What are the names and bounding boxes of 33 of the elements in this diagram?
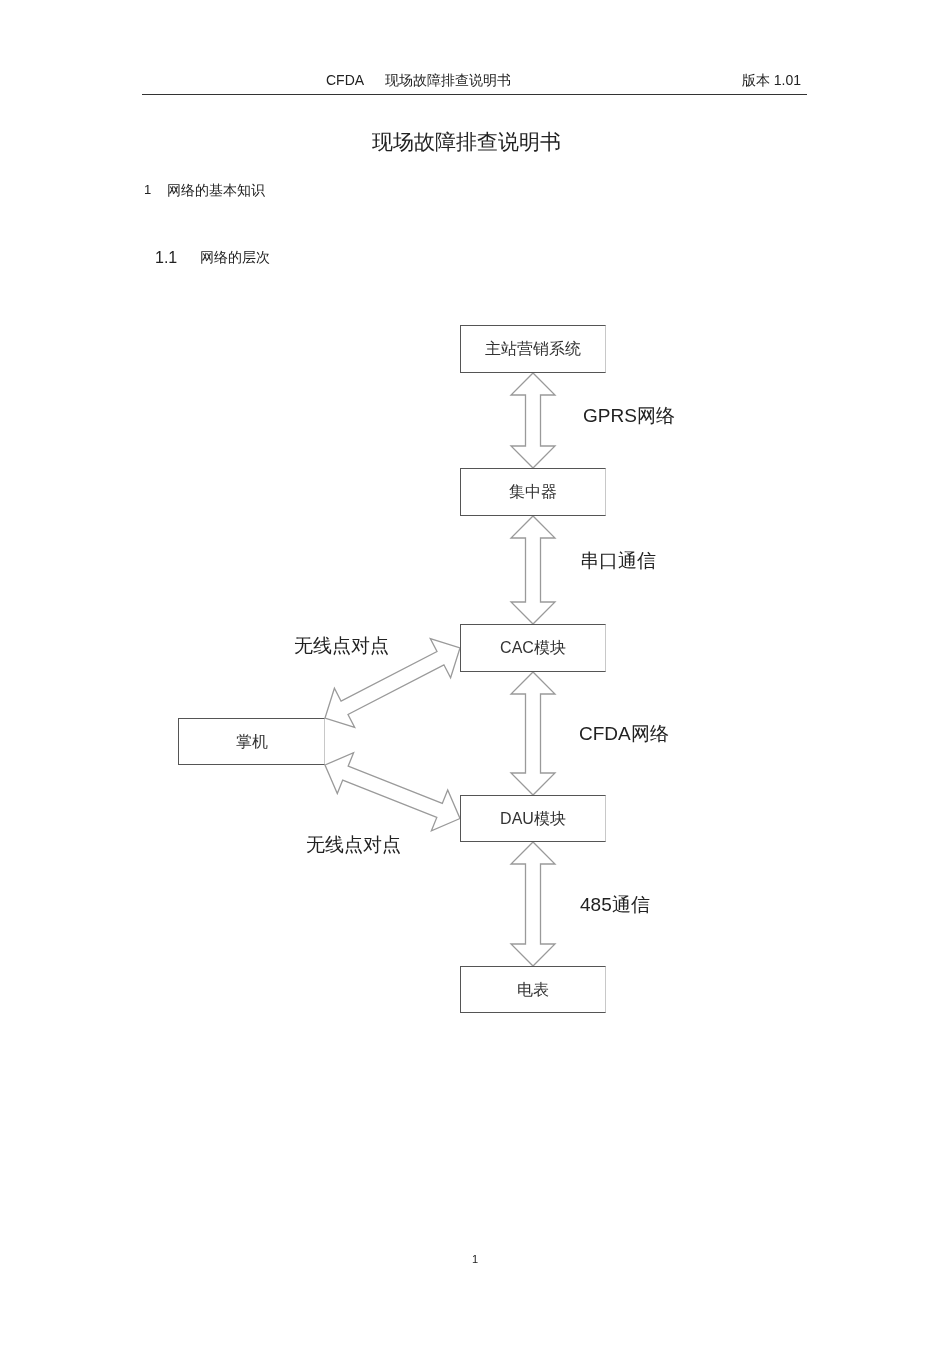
box-label: 集中器 (509, 482, 557, 502)
edge-label: GPRS网络 (583, 404, 675, 428)
box-label: 掌机 (235, 731, 268, 752)
process-box (178, 718, 325, 765)
box-label: 主站营销系统 (485, 339, 581, 359)
section-heading: 网络的基本知识 (167, 181, 265, 199)
section-number: 1 (144, 181, 152, 198)
edge-label: CFDA网络 (579, 722, 669, 746)
box-label: 电表 (517, 979, 549, 1000)
double-arrow (324, 751, 461, 833)
double-arrow (509, 515, 557, 625)
header-text: CFDA (326, 71, 365, 89)
box-label: DAU模块 (500, 808, 566, 829)
box-label: CAC模块 (500, 638, 566, 658)
process-box (460, 966, 606, 1013)
double-arrow (324, 637, 461, 729)
version-text: 版本 1.01 (741, 71, 801, 89)
page-number: 1 (471, 1252, 479, 1266)
process-box (460, 624, 606, 672)
double-arrow (509, 372, 557, 469)
edge-label: 无线点对点 (294, 634, 389, 658)
header-text: 现场故障排查说明书 (385, 71, 511, 89)
process-box (460, 795, 606, 842)
subsection-number: 1.1 (155, 248, 178, 268)
double-arrow (509, 671, 557, 796)
subsection-heading: 网络的层次 (200, 248, 270, 266)
edge-label: 串口通信 (580, 549, 656, 573)
edge-label: 485通信 (580, 893, 650, 917)
page-title: 现场故障排查说明书 (371, 129, 561, 155)
process-box (460, 468, 606, 516)
process-box (460, 325, 606, 373)
double-arrow (509, 841, 557, 967)
edge-label: 无线点对点 (306, 833, 401, 857)
